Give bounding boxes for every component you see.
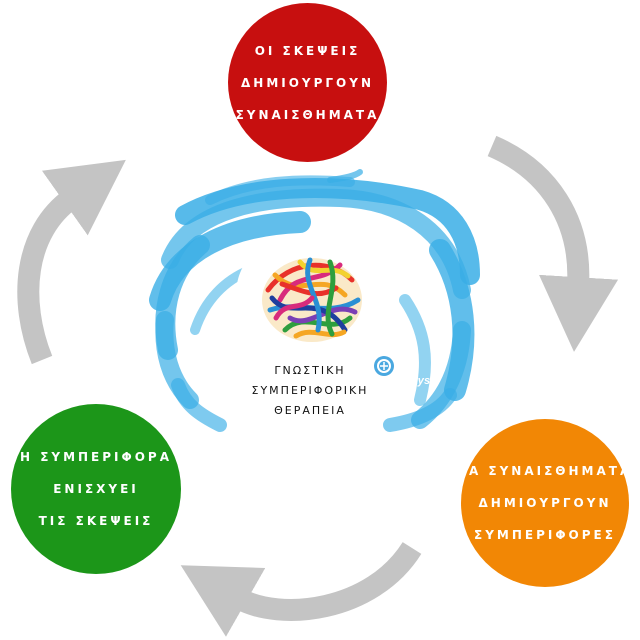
head-silhouette-icon xyxy=(222,236,383,446)
cycle-arrow-left xyxy=(17,159,126,365)
emotions-line-3: ΣΥΜΠΕΡΙΦΟΡΕΣ xyxy=(474,528,616,542)
behavior-line-1: Η ΣΥΜΠΕΡΙΦΟΡΑ xyxy=(19,450,173,464)
pathways-logo-mark xyxy=(374,356,394,376)
emotions-line-2: ΔΗΜΙΟΥΡΓΟΥΝ xyxy=(478,496,612,510)
behavior-circle: Η ΣΥΜΠΕΡΙΦΟΡΑ ΕΝΙΣΧΥΕΙ ΤΙΣ ΣΚΕΨΕΙΣ xyxy=(11,404,181,574)
center-label: ΓΝΩΣΤΙΚΗ ΣΥΜΠΕΡΙΦΟΡΙΚΗ ΘΕΡΑΠΕΙΑ xyxy=(240,361,380,421)
thoughts-circle: ΟΙ ΣΚΕΨΕΙΣ ΔΗΜΙΟΥΡΓΟΥΝ ΣΥΝΑΙΣΘΗΜΑΤΑ xyxy=(228,3,387,162)
emotions-circle: ΤΑ ΣΥΝΑΙΣΘΗΜΑΤΑ ΔΗΜΙΟΥΡΓΟΥΝ ΣΥΜΠΕΡΙΦΟΡΕΣ xyxy=(457,419,633,587)
behavior-line-3: ΤΙΣ ΣΚΕΨΕΙΣ xyxy=(38,514,154,528)
center-label-line-3: ΘΕΡΑΠΕΙΑ xyxy=(274,404,346,417)
thoughts-line-2: ΔΗΜΙΟΥΡΓΟΥΝ xyxy=(240,75,374,90)
thoughts-line-1: ΟΙ ΣΚΕΨΕΙΣ xyxy=(254,43,361,58)
behavior-line-2: ΕΝΙΣΧΥΕΙ xyxy=(53,482,139,496)
cycle-arrow-top-right xyxy=(487,135,619,352)
center-label-line-1: ΓΝΩΣΤΙΚΗ xyxy=(274,364,346,377)
cycle-arrow-bottom xyxy=(180,541,422,637)
scribble-brain-icon xyxy=(262,257,362,342)
pathways-logo-text: Pathways xyxy=(378,375,431,387)
emotions-line-1: ΤΑ ΣΥΝΑΙΣΘΗΜΑΤΑ xyxy=(457,464,633,478)
center-label-line-2: ΣΥΜΠΕΡΙΦΟΡΙΚΗ xyxy=(251,384,369,397)
pathways-logo: Pathways xyxy=(360,352,440,392)
thoughts-line-3: ΣΥΝΑΙΣΘΗΜΑΤΑ xyxy=(235,107,380,122)
paint-strokes-background xyxy=(149,169,480,432)
